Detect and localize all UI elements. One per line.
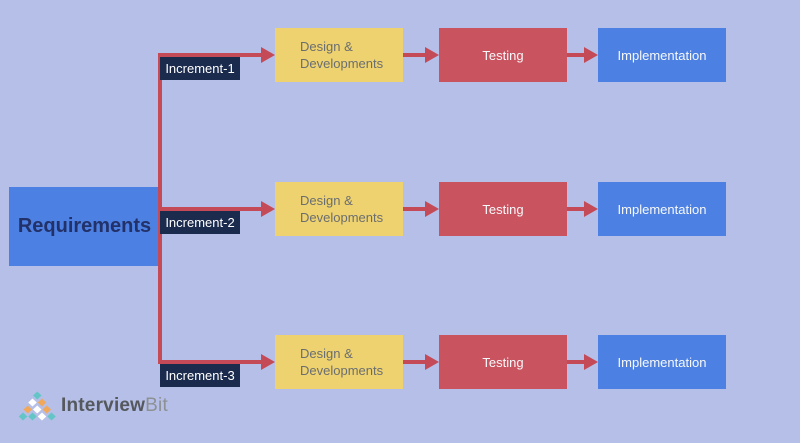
design-box-row1: Design & Developments	[275, 28, 403, 82]
increment-2-text: Increment-2	[165, 215, 235, 230]
interviewbit-logo: InterviewBit	[18, 391, 168, 421]
design-box-row2: Design & Developments	[275, 182, 403, 236]
arrowhead-row3-design	[261, 354, 275, 370]
design-label-row1: Design & Developments	[300, 39, 384, 71]
design-box-row3: Design & Developments	[275, 335, 403, 389]
interviewbit-logo-text: InterviewBit	[61, 395, 168, 417]
testing-label-row3: Testing	[482, 354, 524, 370]
implementation-label-row2: Implementation	[617, 201, 707, 217]
testing-box-row1: Testing	[439, 28, 567, 82]
connector-row2-testing-implementation	[567, 207, 585, 211]
increment-1-text: Increment-1	[165, 61, 235, 76]
connector-row1-to-design	[158, 53, 262, 57]
implementation-box-row1: Implementation	[598, 28, 726, 82]
testing-label-row2: Testing	[482, 201, 524, 217]
requirements-label: Requirements	[17, 215, 152, 237]
connector-row1-testing-implementation	[567, 53, 585, 57]
testing-box-row2: Testing	[439, 182, 567, 236]
connector-row3-testing-implementation	[567, 360, 585, 364]
logo-text-interview: Interview	[61, 395, 146, 416]
arrowhead-row1-implementation	[584, 47, 598, 63]
connector-row3-to-design	[158, 360, 262, 364]
testing-label-row1: Testing	[482, 47, 524, 63]
design-label-row3: Design & Developments	[300, 346, 384, 378]
arrowhead-row1-design	[261, 47, 275, 63]
arrowhead-row2-design	[261, 201, 275, 217]
arrowhead-row2-testing	[425, 201, 439, 217]
implementation-label-row3: Implementation	[617, 354, 707, 370]
arrowhead-row2-implementation	[584, 201, 598, 217]
testing-box-row3: Testing	[439, 335, 567, 389]
connector-row2-design-testing	[403, 207, 426, 211]
connector-row2-to-design	[158, 207, 262, 211]
requirements-box: Requirements	[9, 187, 160, 266]
connector-row3-design-testing	[403, 360, 426, 364]
design-label-row2: Design & Developments	[300, 193, 384, 225]
arrowhead-row3-testing	[425, 354, 439, 370]
implementation-label-row1: Implementation	[617, 47, 707, 63]
arrowhead-row3-implementation	[584, 354, 598, 370]
increment-3-text: Increment-3	[165, 368, 235, 383]
implementation-box-row2: Implementation	[598, 182, 726, 236]
arrowhead-row1-testing	[425, 47, 439, 63]
increment-2-label: Increment-2	[160, 211, 240, 234]
increment-1-label: Increment-1	[160, 57, 240, 80]
implementation-box-row3: Implementation	[598, 335, 726, 389]
connector-row1-design-testing	[403, 53, 426, 57]
logo-text-bit: Bit	[145, 395, 168, 416]
increment-3-label: Increment-3	[160, 364, 240, 387]
interviewbit-logo-mark-icon	[18, 391, 56, 421]
